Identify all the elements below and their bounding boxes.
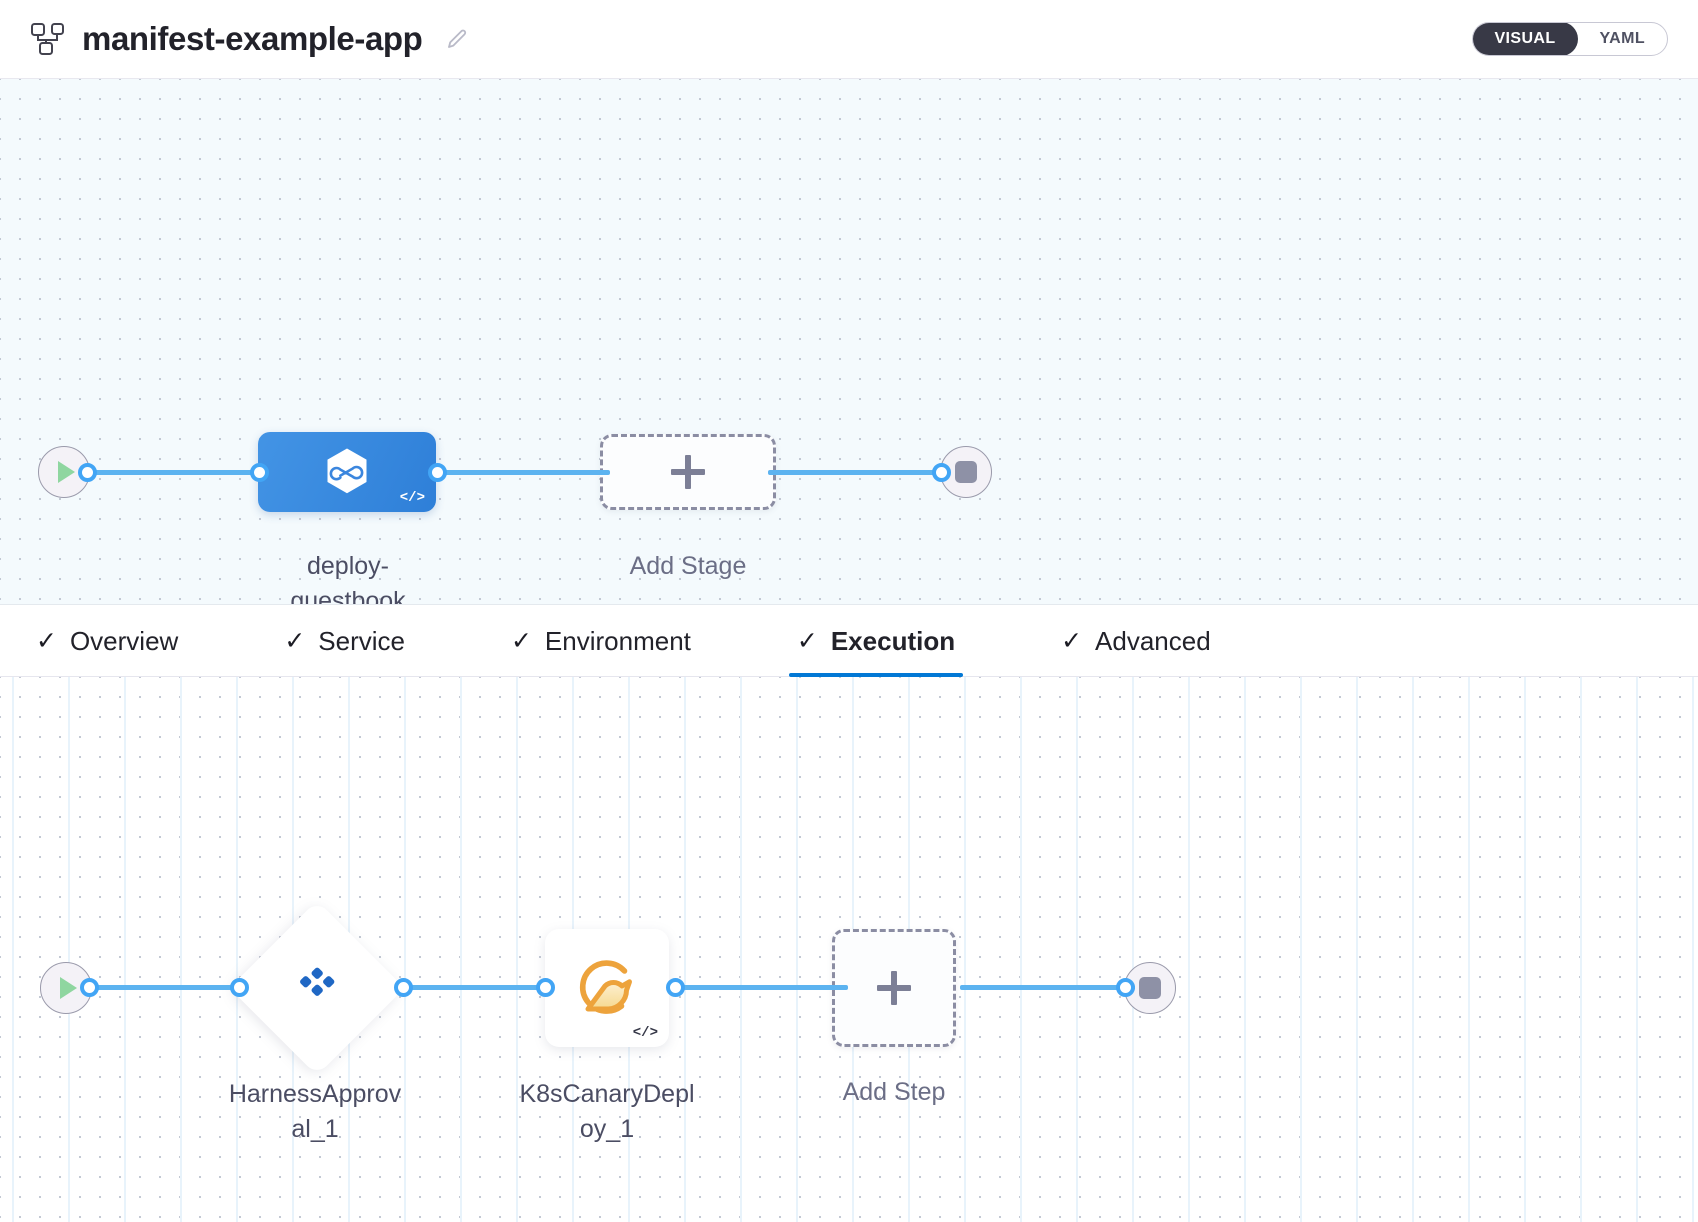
check-icon: ✓ [1061, 626, 1083, 655]
tab-label: Environment [544, 625, 691, 656]
tab-environment[interactable]: ✓ Environment [503, 605, 699, 677]
connector-dot [932, 463, 951, 482]
stage-config-tabs[interactable]: ✓ Overview ✓ Service ✓ Environment ✓ Exe… [0, 605, 1698, 677]
connector-dot [536, 978, 555, 997]
tab-service[interactable]: ✓ Service [276, 605, 413, 677]
page-header: manifest-example-app VISUAL YAML [0, 0, 1698, 79]
connector-line [430, 470, 610, 475]
check-icon: ✓ [284, 626, 306, 655]
connector-line [960, 985, 1135, 990]
tab-execution[interactable]: ✓ Execution [788, 605, 964, 677]
stage-node-body[interactable]: </> [258, 432, 436, 512]
connector-line [88, 985, 238, 990]
check-icon: ✓ [510, 626, 532, 655]
connector-dot [78, 463, 97, 482]
harness-approval-icon [287, 958, 347, 1018]
tab-label: Service [318, 625, 405, 656]
page-title: manifest-example-app [82, 20, 423, 57]
step-node-harnessapproval-1[interactable] [229, 900, 405, 1076]
step-label-k8scanarydeploy-1: K8sCanaryDepl oy_1 [519, 1080, 695, 1143]
header-right-group: VISUAL YAML [1472, 22, 1668, 56]
plus-icon [877, 971, 911, 1005]
play-icon [58, 461, 75, 483]
yaml-code-badge: </> [632, 1025, 658, 1041]
plus-icon [671, 455, 705, 489]
add-stage-node[interactable] [600, 434, 776, 510]
check-icon: ✓ [36, 626, 57, 655]
header-left-group: manifest-example-app [28, 20, 470, 58]
add-step-label: Add Step [842, 1078, 946, 1106]
connector-dot [250, 463, 269, 482]
tab-overview[interactable]: ✓ Overview [28, 605, 186, 677]
connector-line [768, 470, 950, 475]
connector-dot [394, 978, 413, 997]
view-mode-visual-button[interactable]: VISUAL [1473, 23, 1578, 55]
check-icon: ✓ [796, 626, 818, 655]
add-step-node[interactable] [832, 929, 956, 1047]
start-node[interactable] [40, 962, 92, 1014]
tab-label: Execution [830, 625, 956, 656]
stop-square-icon [1139, 977, 1161, 999]
connector-dot [1116, 978, 1135, 997]
step-node-k8scanarydeploy-1[interactable]: </> [545, 929, 669, 1047]
stage-node-label: deploy- guestbook [290, 552, 406, 605]
step-icon-wrap [255, 926, 379, 1050]
connector-dot [428, 463, 447, 482]
harness-hexagon-icon [321, 446, 373, 498]
connector-line [396, 985, 546, 990]
execution-graph-canvas[interactable]: HarnessApprov al_1 </> K8sCanary [0, 677, 1698, 1222]
connector-line [86, 470, 266, 475]
stage-node-deploy-guestbook[interactable]: </> [258, 432, 436, 512]
connector-dot [666, 978, 685, 997]
add-step-button[interactable] [832, 929, 956, 1047]
step-label-harnessapproval-1: HarnessApprov al_1 [228, 1080, 402, 1143]
execution-start-node[interactable] [40, 962, 92, 1014]
tab-label: Overview [69, 625, 179, 656]
pencil-edit-icon[interactable] [444, 26, 470, 52]
step-diamond-body[interactable] [229, 900, 405, 1076]
pipeline-nodes-icon [28, 22, 66, 56]
view-mode-toggle[interactable]: VISUAL YAML [1472, 22, 1668, 56]
yaml-code-badge: </> [399, 490, 425, 506]
view-mode-yaml-button[interactable]: YAML [1578, 23, 1667, 55]
connector-dot [80, 978, 99, 997]
add-stage-button[interactable] [600, 434, 776, 510]
connector-line [668, 985, 848, 990]
stop-square-icon [955, 461, 977, 483]
canary-bird-icon [572, 953, 642, 1023]
connector-dot [230, 978, 249, 997]
add-stage-label: Add Stage [629, 552, 747, 580]
play-icon [60, 977, 77, 999]
tab-label: Advanced [1095, 625, 1211, 656]
tab-advanced[interactable]: ✓ Advanced [1053, 605, 1219, 677]
stage-graph-canvas[interactable]: </> deploy- guestbook Add Stage [0, 79, 1698, 605]
